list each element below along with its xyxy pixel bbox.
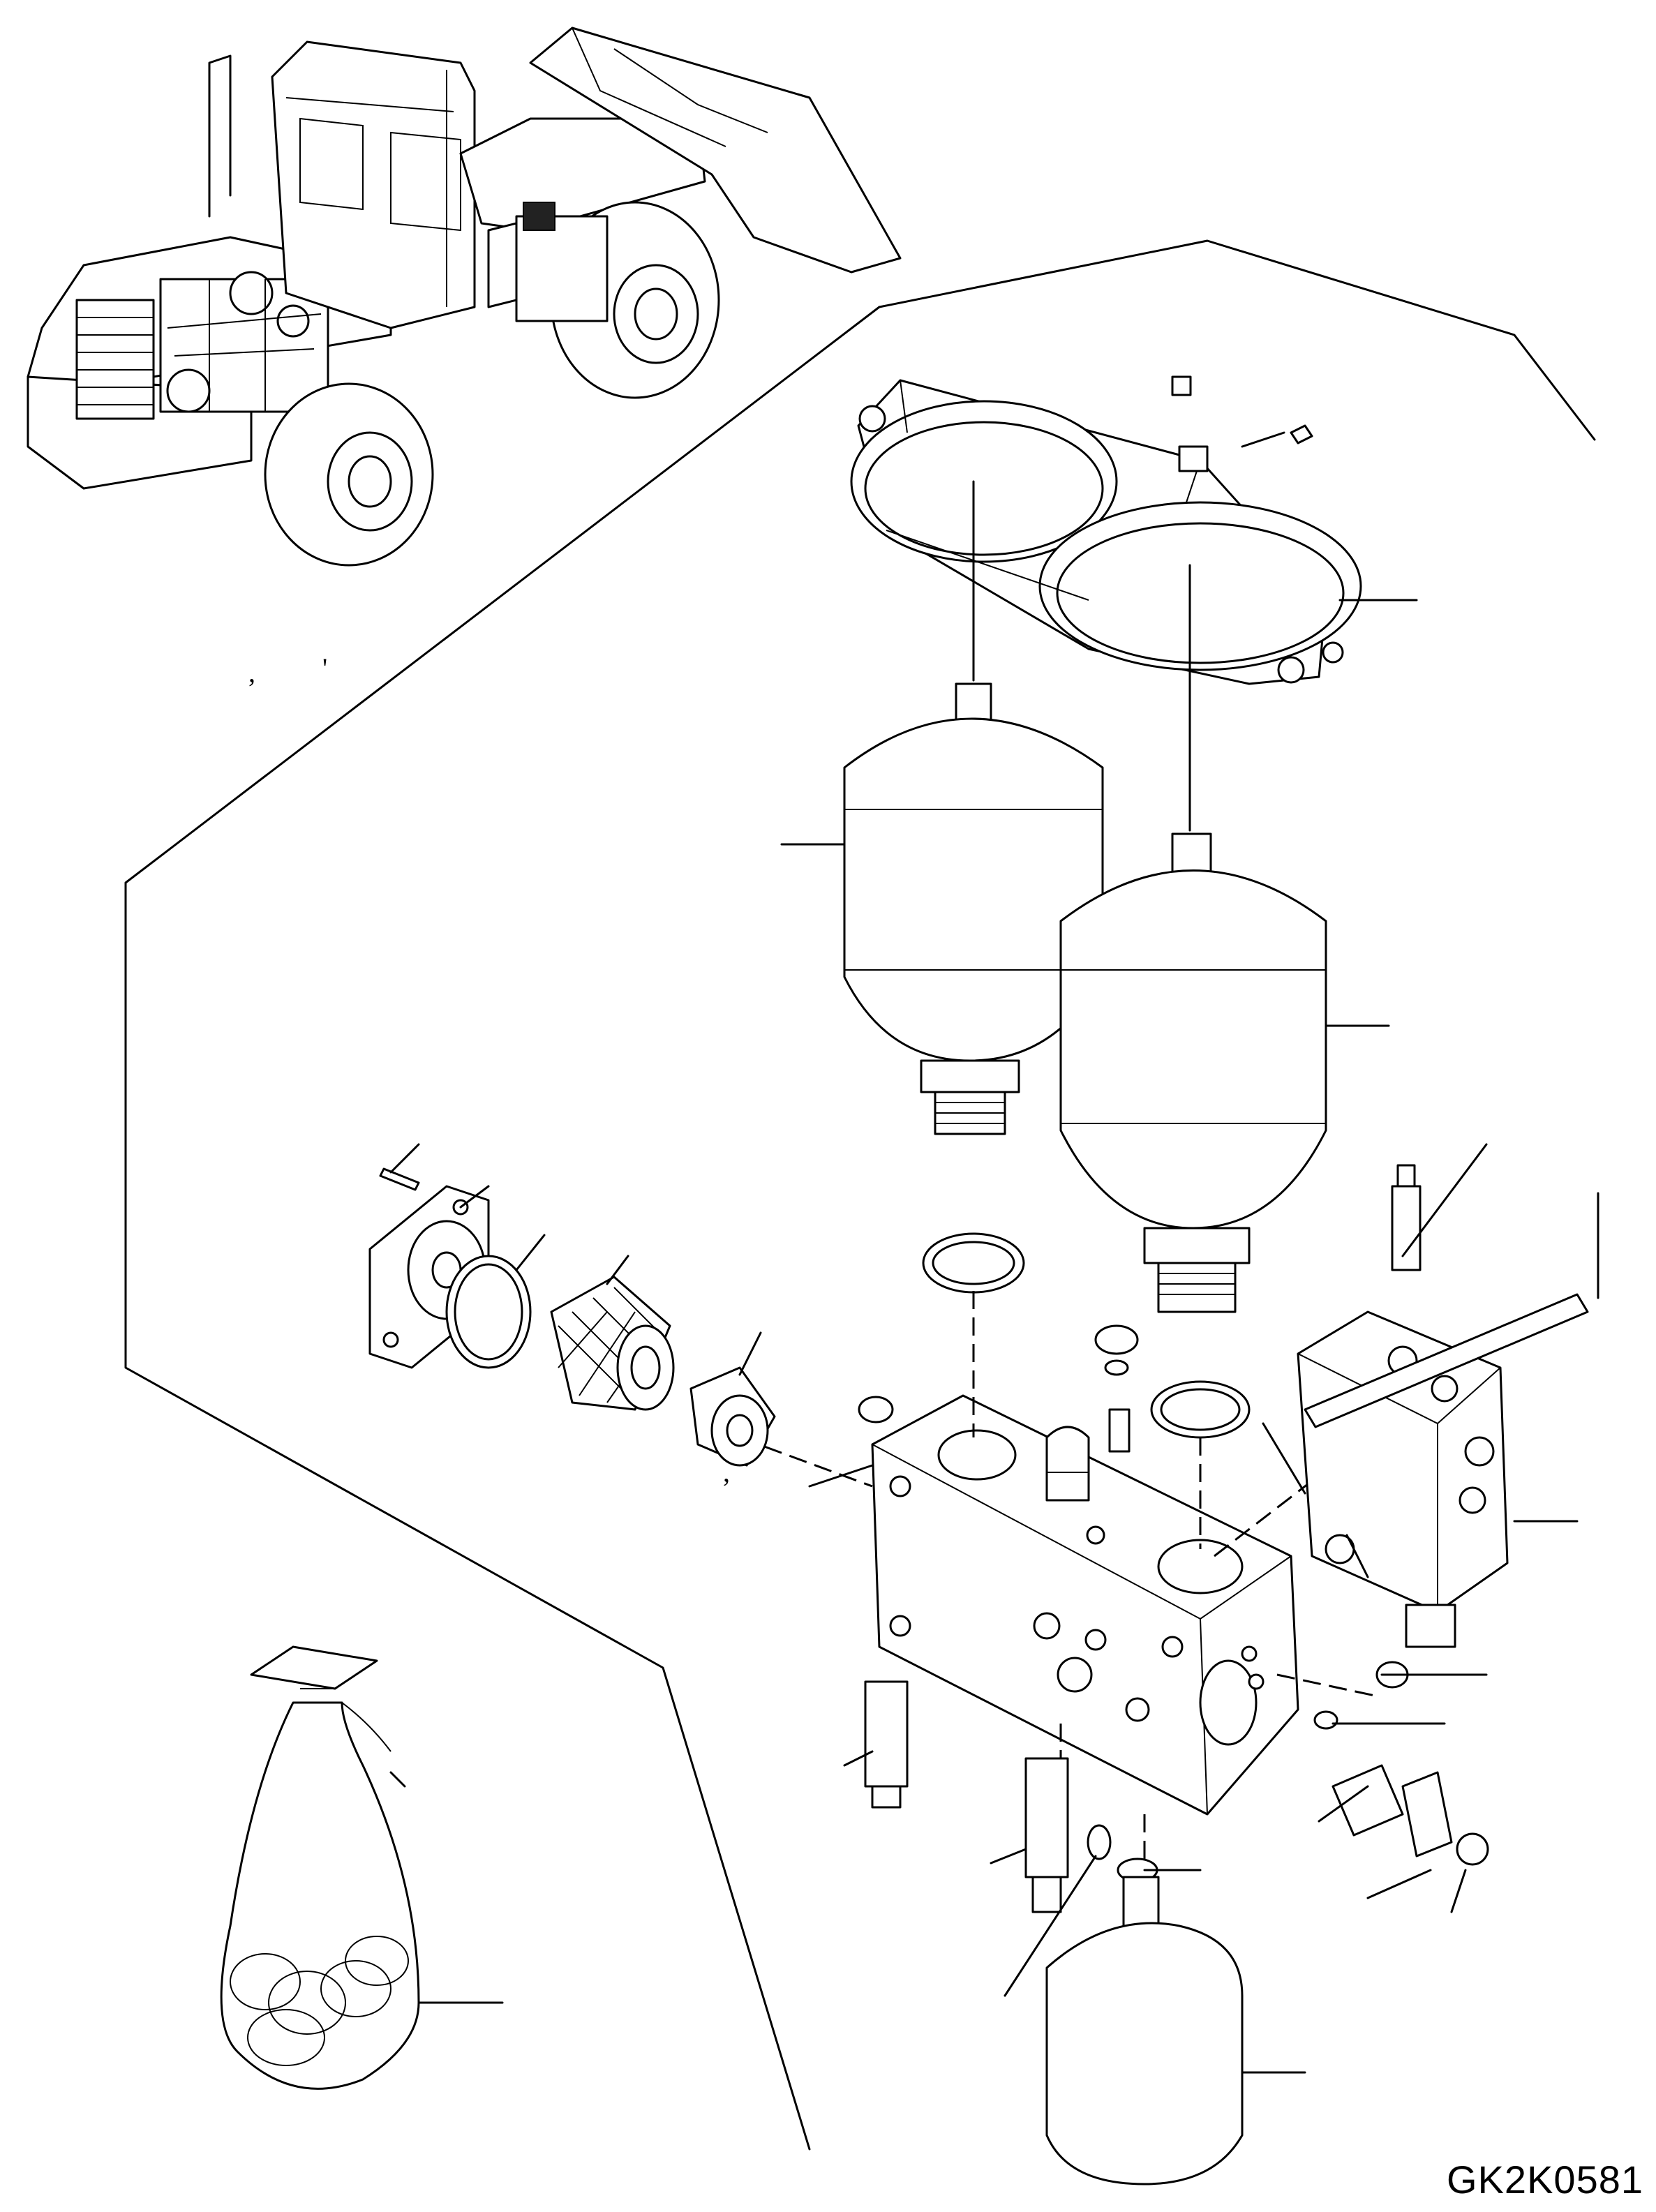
cab (271, 40, 476, 329)
engine-compartment (159, 230, 357, 413)
filter-assembly (368, 1143, 776, 1467)
assembly-outline (124, 239, 1596, 2151)
o-rings (922, 1232, 1251, 1883)
mark-2: ' (322, 652, 328, 684)
front-tire (515, 201, 720, 399)
twin-clamp-bracket (850, 375, 1362, 685)
valve-block (858, 1324, 1299, 1816)
o-ring-kit-bag (220, 1645, 504, 2090)
drawing-code: GK2K0581 (1447, 2158, 1643, 2202)
solenoid-valve (1262, 1143, 1599, 1648)
filter-element (550, 1255, 675, 1411)
bucket (523, 27, 902, 274)
radiator-grille (75, 299, 155, 420)
mark-1: , (248, 657, 255, 688)
loader-overview (27, 27, 902, 567)
accumulator-large-right (1059, 832, 1327, 1313)
accumulator-small (1045, 1876, 1306, 2185)
fittings-lower (843, 1661, 1489, 1997)
mark-3: , (723, 1456, 730, 1488)
filter-plug (689, 1331, 776, 1467)
rear-tire (264, 382, 434, 567)
